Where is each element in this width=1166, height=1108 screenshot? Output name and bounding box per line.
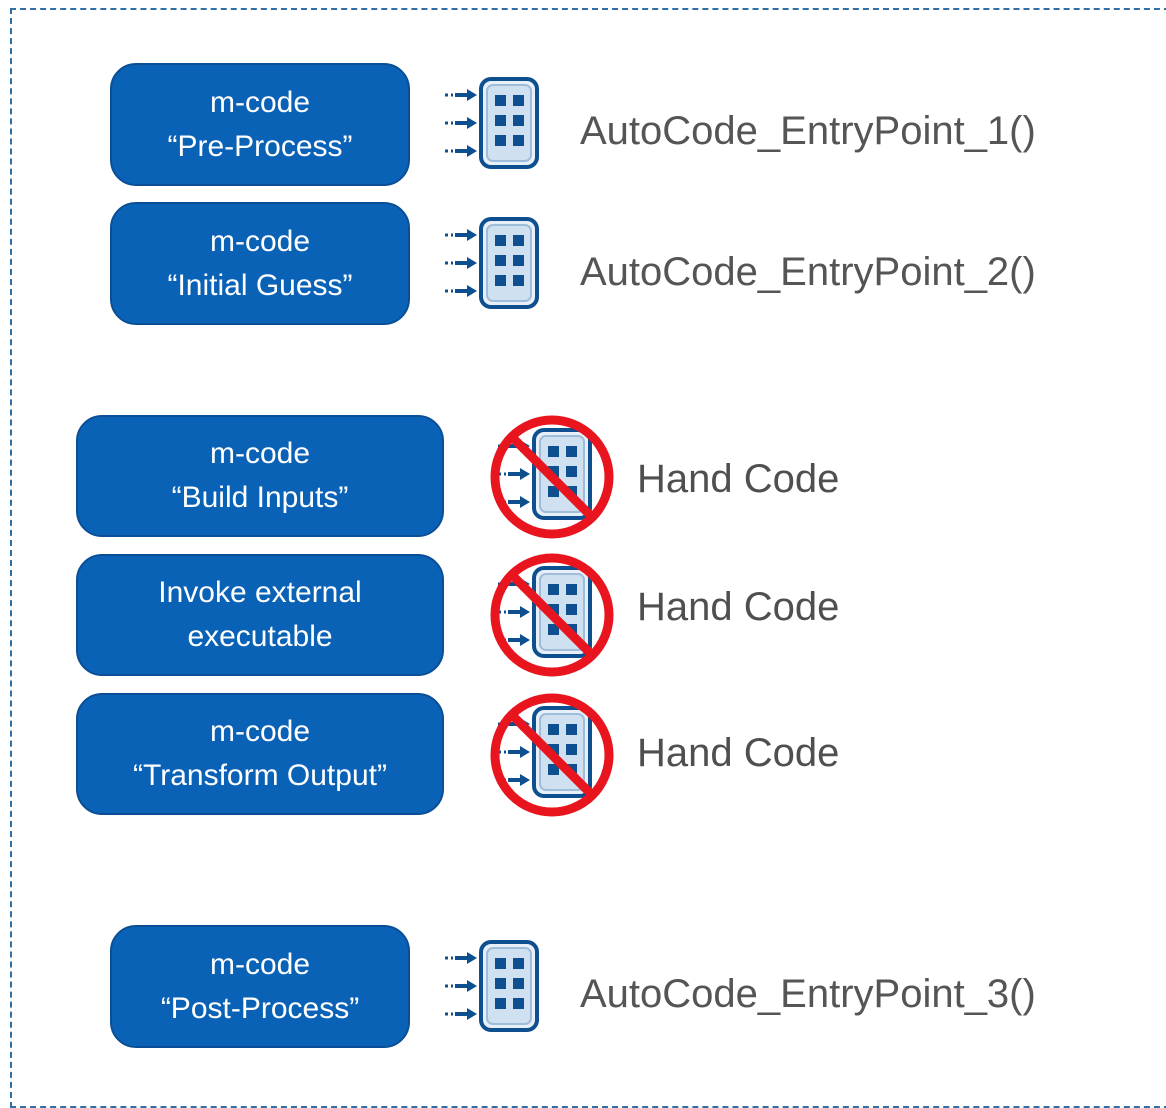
block-transform-output: m-code “Transform Output” [76,693,444,815]
block-line: “Post-Process” [160,991,360,1025]
block-line: m-code [209,947,311,981]
block-line: m-code [209,437,311,470]
block-post-process: m-code “Post-Process” [110,925,410,1048]
prohibited-entry-point-icon [482,550,622,680]
block-pre-process: m-code “Pre-Process” [110,63,410,186]
entry-point-icon [443,77,543,173]
prohibited-entry-point-icon [482,690,622,820]
entry-point-label-3: AutoCode_EntryPoint_3() [580,972,1036,1016]
block-build-inputs: m-code “Build Inputs” [76,415,444,537]
block-line: “Transform Output” [133,759,387,792]
hand-code-label: Hand Code [637,585,840,629]
block-line: Invoke external [158,576,362,609]
block-line: “Initial Guess” [167,268,353,302]
prohibited-entry-point-icon [482,412,622,542]
block-initial-guess: m-code “Initial Guess” [110,202,410,325]
block-line: executable [187,620,333,653]
entry-point-label-2: AutoCode_EntryPoint_2() [580,250,1036,294]
block-line: m-code [209,85,311,119]
block-line: m-code [209,715,311,748]
hand-code-label: Hand Code [637,731,840,775]
hand-code-label: Hand Code [637,457,840,501]
block-line: “Pre-Process” [167,129,353,163]
block-invoke-executable: Invoke external executable [76,554,444,676]
entry-point-icon [443,940,543,1036]
block-line: “Build Inputs” [171,481,349,514]
block-line: m-code [209,224,311,258]
entry-point-icon [443,217,543,313]
entry-point-label-1: AutoCode_EntryPoint_1() [580,109,1036,153]
